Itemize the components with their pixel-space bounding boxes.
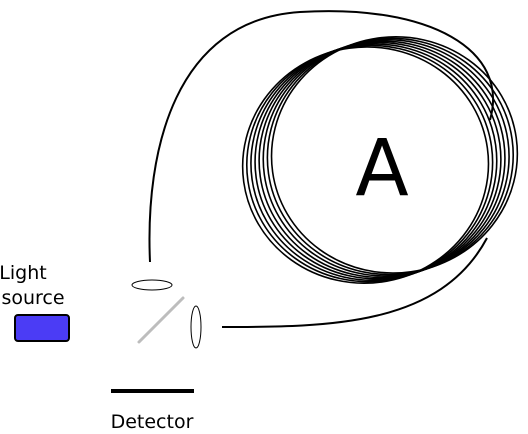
fiber-lead-top: [148, 10, 495, 263]
light-source-label-line2: source: [1, 287, 64, 309]
coil-label: A: [355, 124, 408, 214]
right-lens: [190, 305, 202, 349]
beam-splitter: [137, 296, 185, 344]
light-source-icon: [14, 314, 70, 342]
fiber-lead-bottom: [221, 237, 488, 328]
coil-turn: [241, 46, 490, 284]
coil-turn: [270, 36, 519, 274]
detector-bar: [111, 389, 194, 393]
detector-label: Detector: [111, 411, 194, 433]
light-source-label-line1: Light: [0, 262, 47, 284]
coil-turn: [266, 37, 515, 276]
coil-turn: [258, 40, 506, 279]
coil-turn: [250, 43, 498, 282]
fiber-coil: [241, 36, 519, 284]
upper-lens: [131, 279, 173, 291]
